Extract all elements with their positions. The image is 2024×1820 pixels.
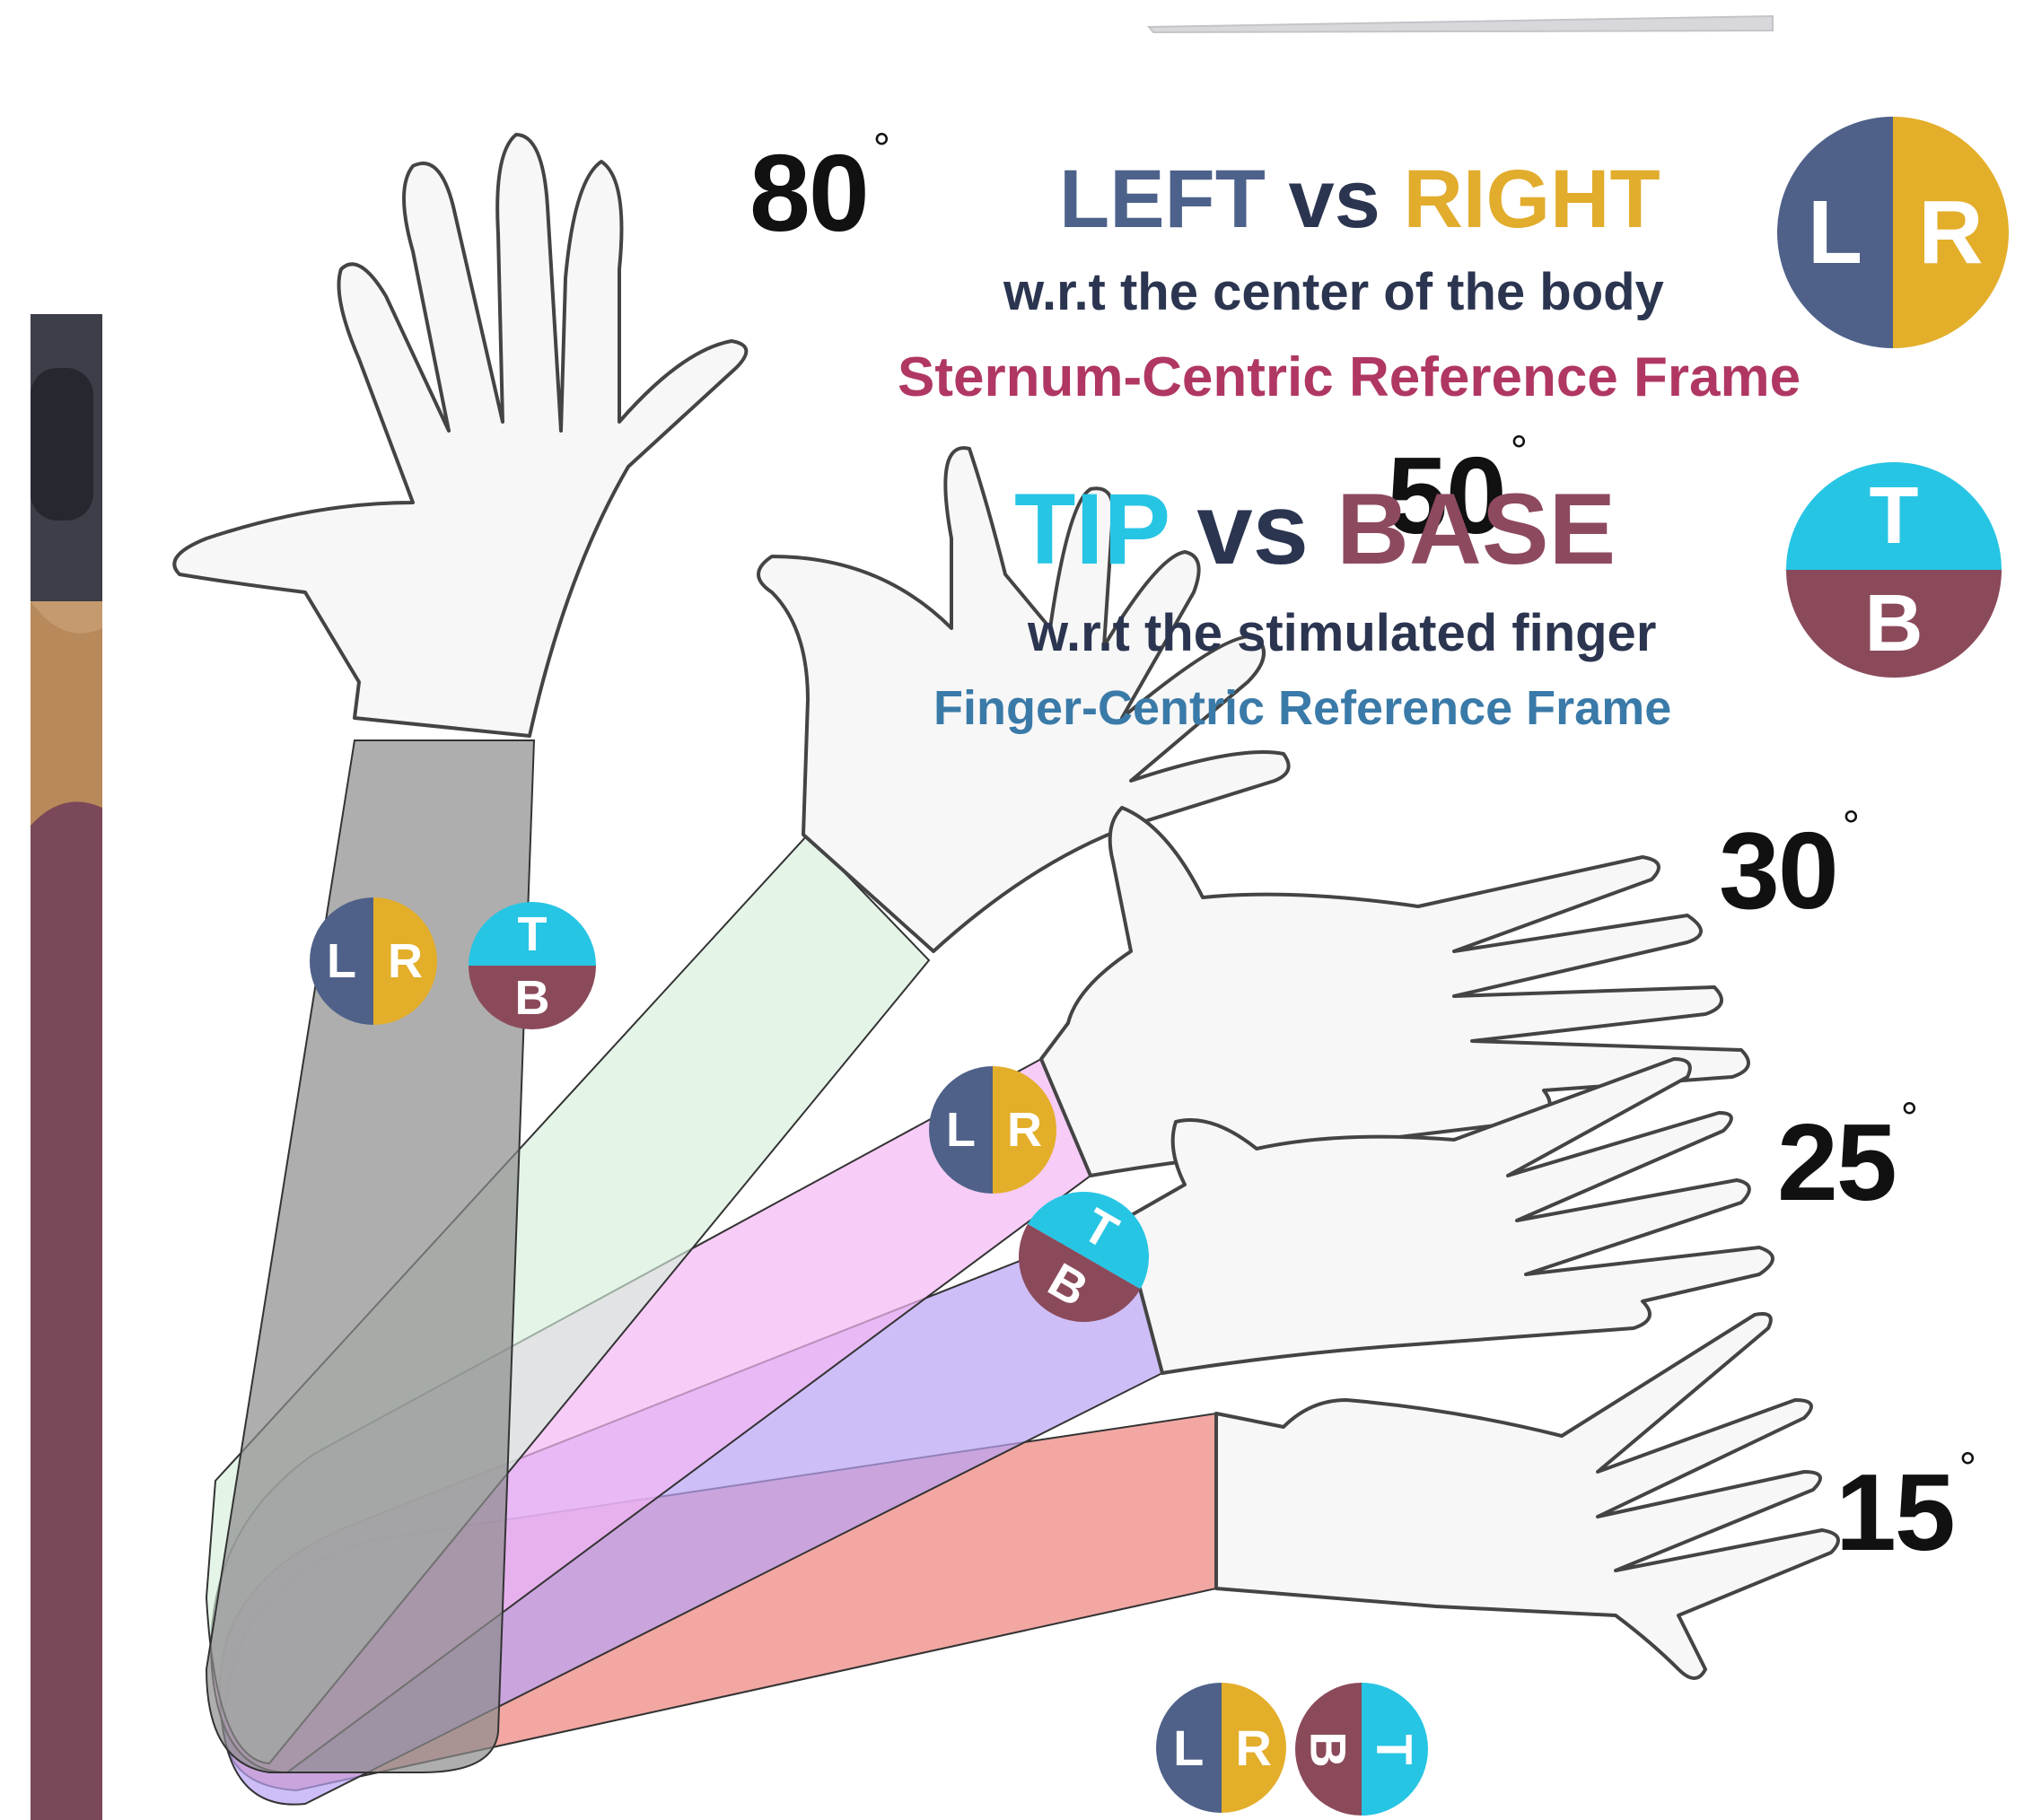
tb-title: TIP vs BASE	[1014, 471, 1616, 587]
lr-subtitle: w.r.t the center of the body	[1003, 263, 1664, 321]
lr-title-vs: vs	[1288, 153, 1380, 245]
badge-letter-right: R	[1893, 117, 2009, 348]
badge-letter-right: R	[373, 897, 437, 1025]
tb-title-base: BASE	[1336, 473, 1617, 585]
hand-80deg	[172, 133, 749, 738]
hand-50deg	[757, 446, 1291, 953]
tb-subtitle: w.r.t the stimulated finger	[1028, 604, 1657, 662]
angle-label-25: 25°	[1777, 1095, 1918, 1225]
badge-letter-right: R	[993, 1066, 1056, 1194]
lr-title: LEFT vs RIGHT	[1059, 153, 1660, 247]
lr-legend-badge: L R	[1777, 117, 2009, 348]
degree-symbol: °	[1958, 1445, 1976, 1492]
angle-value-15: 15	[1836, 1451, 1956, 1573]
degree-symbol: °	[872, 126, 890, 173]
tb-title-tip: TIP	[1014, 473, 1170, 585]
angle-label-50: 50°	[1387, 428, 1528, 558]
lr-badge-30deg: L R	[929, 1066, 1056, 1194]
lr-badge-80deg: L R	[310, 897, 437, 1025]
sternum-frame-label: Sternum-Centric Reference Frame	[898, 346, 1801, 408]
angle-label-80: 80°	[749, 126, 890, 256]
badge-letter-right: R	[1221, 1683, 1286, 1813]
tb-badge-15deg: T B	[1295, 1683, 1428, 1816]
device-edge	[1146, 14, 1774, 34]
angle-value-50: 50	[1387, 434, 1507, 556]
participant-photo	[31, 314, 102, 1820]
tb-legend-badge: T B	[1786, 462, 2002, 678]
badge-letter-left: L	[1156, 1683, 1222, 1813]
badge-letter-tip: T	[1366, 1733, 1424, 1765]
badge-half-base: B	[1295, 1683, 1362, 1816]
badge-half-tip: T	[1362, 1683, 1428, 1816]
angle-value-80: 80	[749, 132, 870, 254]
badge-letter-base: B	[1300, 1730, 1357, 1768]
badge-letter-tip: T	[469, 902, 596, 966]
lr-title-right: RIGHT	[1403, 153, 1660, 245]
angle-value-30: 30	[1719, 809, 1839, 932]
badge-letter-tip: T	[1073, 1197, 1126, 1260]
angle-label-15: 15°	[1836, 1445, 1976, 1575]
degree-symbol: °	[1842, 803, 1860, 851]
badge-letter-tip: T	[1786, 462, 2002, 570]
finger-frame-label: Finger-Centric Reference Frame	[933, 681, 1672, 735]
hand-30deg	[1039, 806, 1750, 1177]
badge-letter-left: L	[1777, 117, 1893, 348]
tb-title-vs: vs	[1196, 473, 1309, 585]
tb-badge-80deg: T B	[469, 902, 596, 1029]
badge-letter-base: B	[1038, 1253, 1097, 1317]
degree-symbol: °	[1510, 428, 1528, 476]
degree-symbol: °	[1900, 1095, 1918, 1142]
badge-letter-base: B	[1786, 570, 2002, 678]
lr-badge-15deg: L R	[1156, 1683, 1286, 1813]
hand-15deg	[1214, 1312, 1840, 1680]
lr-title-left: LEFT	[1059, 153, 1266, 245]
badge-letter-base: B	[469, 966, 596, 1029]
angle-value-25: 25	[1777, 1101, 1897, 1223]
angle-label-30: 30°	[1719, 803, 1860, 933]
forearm-80deg	[205, 739, 536, 1773]
badge-letter-left: L	[929, 1066, 993, 1194]
hand-25deg	[1120, 1057, 1774, 1375]
badge-letter-left: L	[310, 897, 373, 1025]
